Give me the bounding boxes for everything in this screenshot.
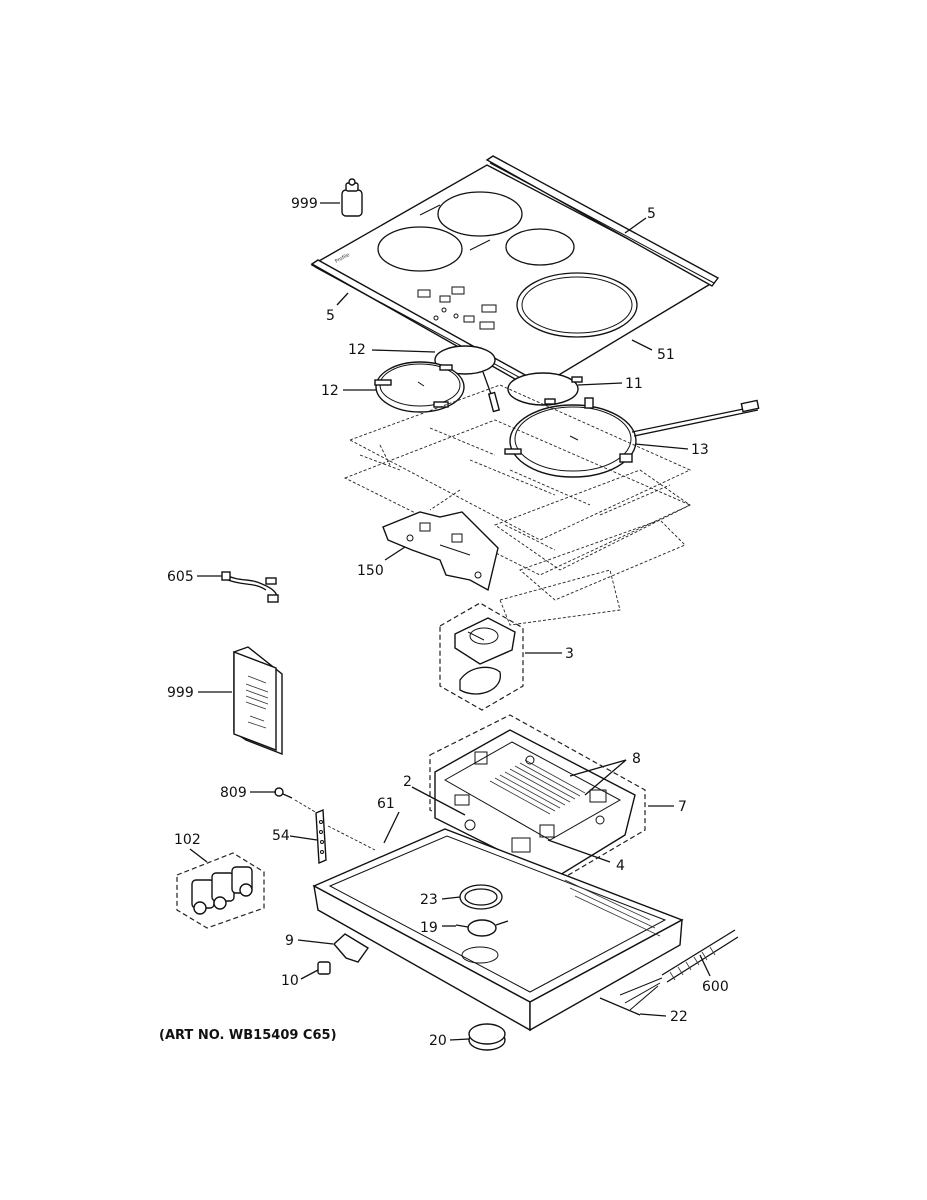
callout-5-right-trim: 5 — [647, 206, 656, 222]
callout-102: 102 — [174, 832, 201, 848]
screw-part[interactable] — [274, 787, 293, 799]
glass-cooktop-part[interactable]: Profile — [310, 164, 714, 389]
callout-13: 13 — [691, 442, 709, 458]
callout-999-manual: 999 — [167, 685, 194, 701]
leveling-foot-part[interactable] — [455, 919, 509, 937]
callout-61: 61 — [377, 796, 395, 812]
cooling-fan-assembly-part[interactable] — [439, 602, 524, 711]
mounting-bracket-part[interactable] — [382, 511, 499, 592]
callout-10: 10 — [281, 973, 299, 989]
induction-coil-medium-part[interactable] — [507, 372, 583, 406]
heat-sink-fins — [489, 759, 586, 815]
callout-600: 600 — [702, 979, 729, 995]
callout-7: 7 — [678, 799, 687, 815]
callout-605: 605 — [167, 569, 194, 585]
callout-12-upper: 12 — [348, 342, 366, 358]
callout-9: 9 — [285, 933, 294, 949]
power-board-assembly-part[interactable] — [429, 714, 646, 881]
wire-harness-part[interactable] — [221, 571, 279, 603]
small-bracket-part[interactable] — [317, 961, 331, 975]
callout-22: 22 — [670, 1009, 688, 1025]
callout-809: 809 — [220, 785, 247, 801]
callout-labels: 999 5 5 51 12 12 11 13 605 150 3 999 8 2… — [167, 196, 729, 1049]
enclosure-box-part[interactable] — [312, 828, 684, 1032]
side-trim-right-part[interactable] — [485, 155, 720, 287]
callout-5-left-trim: 5 — [326, 308, 335, 324]
callout-2: 2 — [403, 774, 412, 790]
callout-leader-lines — [189, 202, 711, 1041]
callout-23: 23 — [420, 892, 438, 908]
callout-3: 3 — [565, 646, 574, 662]
cooktop-chassis-frame — [343, 384, 692, 626]
callout-8: 8 — [632, 751, 641, 767]
callout-12-lower: 12 — [321, 383, 339, 399]
hold-down-clip-part[interactable] — [333, 933, 370, 963]
callout-999-bottle: 999 — [291, 196, 318, 212]
callout-51-glass: 51 — [657, 347, 675, 363]
terminal-block-part[interactable] — [176, 852, 265, 929]
callout-4: 4 — [616, 858, 625, 874]
cleaner-bottle-part[interactable] — [341, 178, 363, 217]
vertical-bracket-part[interactable] — [315, 808, 327, 865]
art-number-label: (ART NO. WB15409 C65) — [159, 1028, 337, 1043]
callout-20: 20 — [429, 1033, 447, 1049]
induction-coil-large-part[interactable] — [504, 397, 760, 478]
callout-11: 11 — [625, 376, 643, 392]
knob-cap-part[interactable] — [468, 1023, 506, 1051]
ground-wire-part[interactable] — [599, 997, 641, 1016]
callout-19: 19 — [420, 920, 438, 936]
owners-manual-part[interactable] — [233, 646, 283, 756]
callout-54: 54 — [272, 828, 290, 844]
callout-150: 150 — [357, 563, 384, 579]
induction-coil-small-part[interactable] — [374, 361, 465, 413]
